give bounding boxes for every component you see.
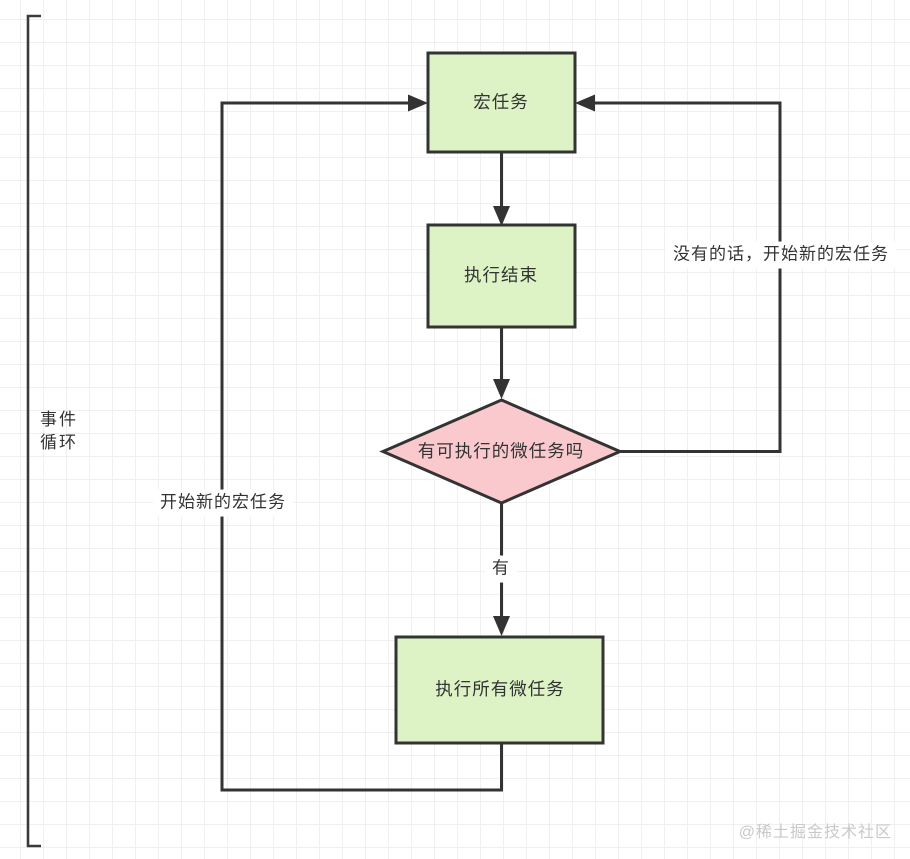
- arrowhead-down-icon: [493, 616, 510, 636]
- watermark: @稀土掘金技术社区: [738, 824, 892, 841]
- event-loop-bracket: [26, 14, 41, 848]
- edge-label-start-new-macro: 开始新的宏任务: [153, 489, 293, 517]
- arrowhead-down-icon: [493, 206, 510, 226]
- node-run-microtasks-label: 执行所有微任务: [435, 679, 565, 700]
- arrowhead-left-icon: [575, 94, 595, 112]
- node-has-microtask-label: 有可执行的微任务吗: [417, 441, 585, 462]
- arrowhead-right-icon: [408, 94, 428, 112]
- node-exec-finish-label: 执行结束: [464, 265, 538, 286]
- event-loop-label-line2: 循环: [40, 433, 78, 452]
- arrowhead-down-icon: [493, 379, 510, 399]
- edge-restart-macro-line: [220, 101, 503, 792]
- node-macro-task-label: 宏任务: [473, 92, 529, 113]
- event-loop-label-line1: 事件: [40, 410, 78, 430]
- node-exec-finish: [426, 223, 577, 329]
- event-loop-label: 事件 循环: [40, 409, 78, 455]
- edge-no-microtask-line: [594, 101, 782, 453]
- edge-label-no-start-new-macro: 没有的话，开始新的宏任务: [666, 241, 896, 269]
- node-macro-task: [426, 51, 577, 154]
- node-has-microtask: [379, 398, 624, 505]
- edge-label-yes: 有: [485, 555, 517, 583]
- node-run-microtasks: [394, 635, 605, 745]
